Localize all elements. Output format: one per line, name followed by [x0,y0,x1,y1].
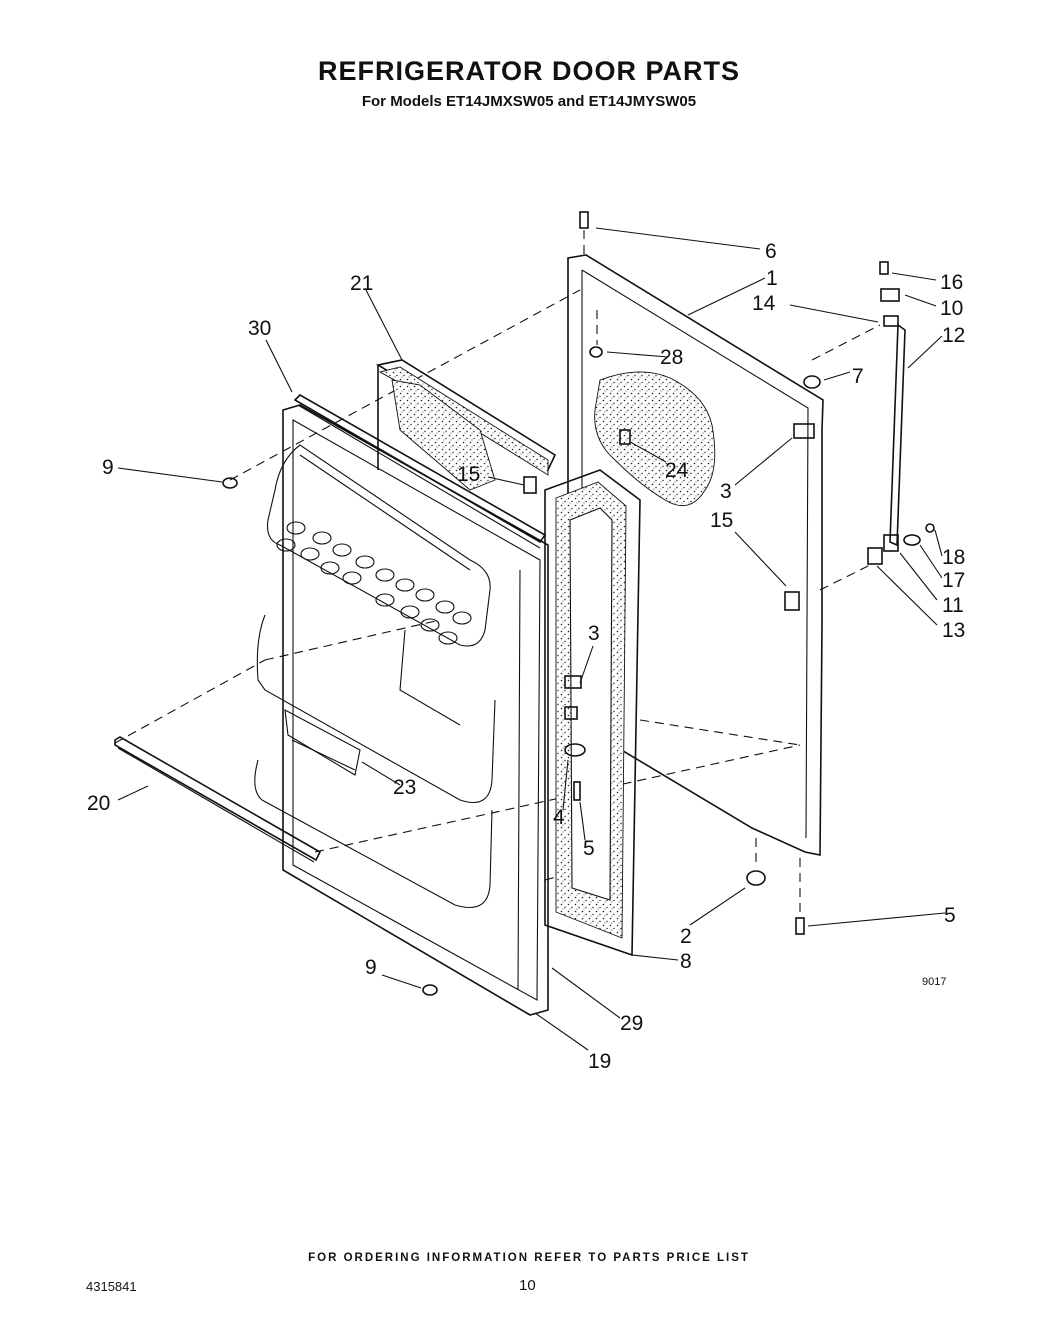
egg-holder [276,521,472,645]
callout-8: 8 [680,950,692,973]
leader-lines [117,227,946,1051]
callout-3b: 3 [588,622,600,645]
callout-3a: 3 [720,480,732,503]
callout-24: 24 [665,459,689,482]
callout-13: 13 [942,619,965,642]
hinge-rod [889,323,906,547]
callout-17: 17 [942,569,965,592]
callout-2: 2 [680,925,692,948]
callout-6: 6 [765,240,777,263]
callout-30: 30 [248,317,271,340]
door-gasket [544,469,641,957]
callout-28: 28 [660,346,683,369]
retainer-strip [293,394,547,549]
document-number: 4315841 [86,1279,137,1294]
callout-29: 29 [620,1012,643,1035]
callout-12: 12 [942,324,965,347]
callout-9b: 9 [365,956,377,979]
alignment-lines [114,230,881,918]
callout-10: 10 [940,297,963,320]
page-number: 10 [519,1277,536,1294]
door-shelves [254,444,496,909]
insulation-cutaway [594,371,716,507]
callout-23: 23 [393,776,416,799]
callout-15b: 15 [710,509,733,532]
door-liner [282,404,549,1016]
callout-11: 11 [942,594,964,617]
callout-1: 1 [766,267,778,290]
callout-15a: 15 [457,463,480,486]
page-title: REFRIGERATOR DOOR PARTS [317,56,740,86]
callout-5a: 5 [583,837,595,860]
callout-4: 4 [553,806,565,829]
callout-16: 16 [940,271,963,294]
callout-labels: 1 2 3 3 4 5 5 6 7 8 9 9 10 11 12 13 14 1… [87,240,965,1073]
callout-9a: 9 [102,456,114,479]
callout-5b: 5 [944,904,956,927]
callout-14: 14 [752,292,776,315]
callout-21: 21 [350,272,373,295]
model-subtitle: For Models ET14JMXSW05 and ET14JMYSW05 [361,93,697,110]
shelf-bar [114,736,322,863]
figure-code: 9017 [922,976,946,988]
ordering-note: FOR ORDERING INFORMATION REFER TO PARTS … [308,1252,750,1264]
hardware [222,211,935,996]
callout-19: 19 [588,1050,611,1073]
callout-20: 20 [87,792,110,815]
callout-7: 7 [852,365,864,388]
callout-18: 18 [942,546,965,569]
